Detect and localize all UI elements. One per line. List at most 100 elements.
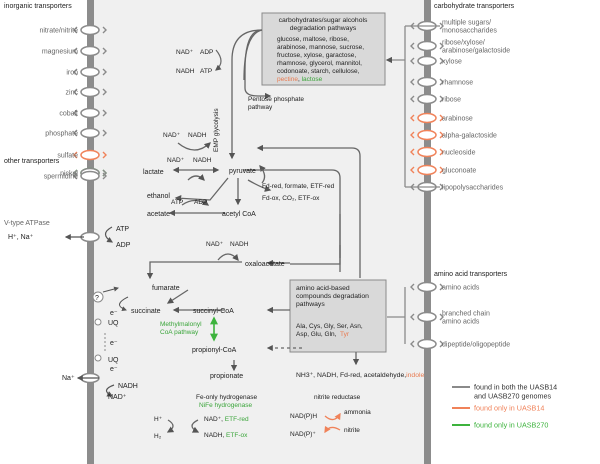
atp-acetate: ATP: [171, 199, 183, 206]
nitrite-reductase-title: nitrite reductase: [314, 394, 361, 401]
transporter-sulfate-icon: [73, 149, 107, 161]
atpase-ions: H⁺, Na⁺: [8, 234, 34, 241]
carb-transporter-label: multiple sugars/monosaccharides: [442, 20, 497, 35]
carb-transporter-icon: [410, 40, 444, 52]
eminus-3: e⁻: [110, 366, 118, 373]
pyruvate-label: pyruvate: [229, 168, 256, 175]
carb-box-extra: pectine, lactose: [277, 76, 323, 83]
inorganic-label: magnesium: [42, 49, 78, 56]
carbohydrate-transporters: multiple sugars/monosaccharides ribose/xy…: [385, 20, 510, 193]
carb-transporter-label: ribose: [442, 97, 461, 104]
uq-top: UQ: [108, 320, 119, 327]
emp-glycolysis-label: EMP glycolysis: [213, 108, 220, 152]
na-ion-label: Na⁺: [62, 375, 75, 382]
other-transporters-title: other transporters: [4, 158, 60, 165]
amino-acid-transporters-title: amino acid transporters: [434, 271, 508, 278]
transporter-phosphate-icon: [73, 127, 107, 139]
na-nadplus: NAD⁺: [108, 394, 127, 401]
carb-transporter-label: alpha-galactoside: [442, 133, 497, 140]
fdred-label: Fd-red, formate, ETF-red: [262, 183, 335, 190]
inorganic-label: iron: [66, 70, 78, 77]
inorganic-label: phosphate: [45, 131, 78, 138]
carb-transporter-label: ribose/xylose/arabinose/galactoside: [442, 40, 510, 55]
aa-transporter-icon: [410, 338, 444, 350]
atp-glyco: ATP: [200, 68, 212, 75]
atpase-adp: ADP: [116, 242, 131, 249]
v-type-atpase: V-type ATPase H⁺, Na⁺ ATP ADP: [4, 220, 131, 249]
propionate-label: propionate: [210, 373, 243, 380]
carb-transporter-icon: [410, 93, 444, 105]
lactate-label: lactate: [143, 169, 164, 176]
transporter-magnesium-icon: [73, 45, 107, 57]
carb-box-body: glucose, maltose, ribose,arabinose, mann…: [277, 36, 364, 75]
carb-transporter-label: arabinose: [442, 116, 473, 123]
fe-hydrogenase-title: Fe-only hydrogenase: [196, 394, 257, 401]
nadph-label: NAD(P)H: [290, 413, 317, 420]
h2-label: H₂: [154, 433, 162, 440]
transporter-spermidine-icon: [73, 170, 107, 182]
aa-transporter-icon: [410, 311, 444, 323]
hydrogenase: Fe-only hydrogenase NiFe hydrogenase H⁺ …: [154, 394, 257, 440]
adp-acetate: ADP: [194, 199, 207, 206]
uq-bottom: UQ: [108, 357, 119, 364]
carb-transporter-icon: [410, 164, 444, 176]
ethanol-label: ethanol: [147, 193, 170, 200]
electron-chain: ? UQ e⁻ e⁻ UQ e⁻: [92, 286, 129, 373]
transporter-zinc-icon: [73, 86, 107, 98]
acetate-label: acetate: [147, 211, 170, 218]
glyco-cofactor-arrow: [215, 49, 222, 71]
aa-transporter-icon: [410, 281, 444, 293]
nadp-label: NAD(P)⁺: [290, 431, 316, 438]
transporter-nitrate-nitrite-icon: [73, 24, 107, 36]
aa-transporter-label: amino acids: [442, 285, 480, 292]
nadplus-oxalo: NAD⁺: [206, 241, 224, 248]
hplus-label: H⁺: [154, 416, 163, 423]
transporter-iron-icon: [73, 66, 107, 78]
nadh-ethanol: NADH: [193, 157, 212, 164]
carb-transporter-label: gluconoate: [442, 168, 476, 175]
adp-glyco: ADP: [200, 49, 213, 56]
pectin-label: pectine: [277, 76, 298, 83]
carb-transporter-icon: [410, 146, 444, 158]
eminus-2: e⁻: [110, 340, 118, 347]
transporter-cobalt-icon: [73, 107, 107, 119]
hydro-nadplus: NAD⁺, ETF-red: [204, 416, 249, 423]
unknown-marker: ?: [95, 295, 99, 302]
fumarate-label: fumarate: [152, 285, 180, 292]
atpase-atp: ATP: [116, 226, 129, 233]
legend-label: found only in UASB14: [474, 404, 544, 413]
carb-transporter-label: nucleoside: [442, 150, 476, 157]
inorganic-label: nickel: [60, 171, 78, 178]
hydro-nadh: NADH, ETF-ox: [204, 432, 248, 439]
carb-transporter-icon: [410, 76, 444, 88]
inorganic-label: cobalt: [59, 111, 78, 118]
inorganic-label: sulfate: [57, 153, 78, 160]
carb-transporter-icon: [410, 55, 444, 67]
aa-transporter-label: dipeptide/oligopeptide: [442, 342, 510, 349]
nadplus-glyco: NAD⁺: [176, 49, 194, 56]
inorganic-transporters-title: inorganic transporters: [4, 3, 72, 10]
lactose-label: lactose: [302, 76, 323, 83]
carb-transporter-label: rhamnose: [442, 80, 473, 87]
na-transporter: Na⁺ NADH NAD⁺: [62, 372, 138, 401]
succinyl-coa-label: succinyl-CoA: [193, 308, 234, 315]
succinate-label: succinate: [131, 308, 161, 315]
inorganic-label: zinc: [66, 90, 79, 97]
fdox-label: Fd-ox, CO₂, ETF-ox: [262, 195, 320, 202]
eminus-1: e⁻: [110, 310, 118, 317]
aa-box-body: Ala, Cys, Gly, Ser, Asn,Asp, Glu, Gln,: [296, 323, 363, 338]
ammonia-label: ammonia: [344, 409, 371, 416]
legend-label: found only in UASB270: [474, 421, 548, 430]
atpase-label: V-type ATPase: [4, 220, 50, 227]
nife-hydrogenase-title: NiFe hydrogenase: [199, 402, 252, 409]
other-label: spermidine: [44, 174, 78, 181]
oxaloacetate-label: oxaloacetate: [245, 261, 285, 268]
